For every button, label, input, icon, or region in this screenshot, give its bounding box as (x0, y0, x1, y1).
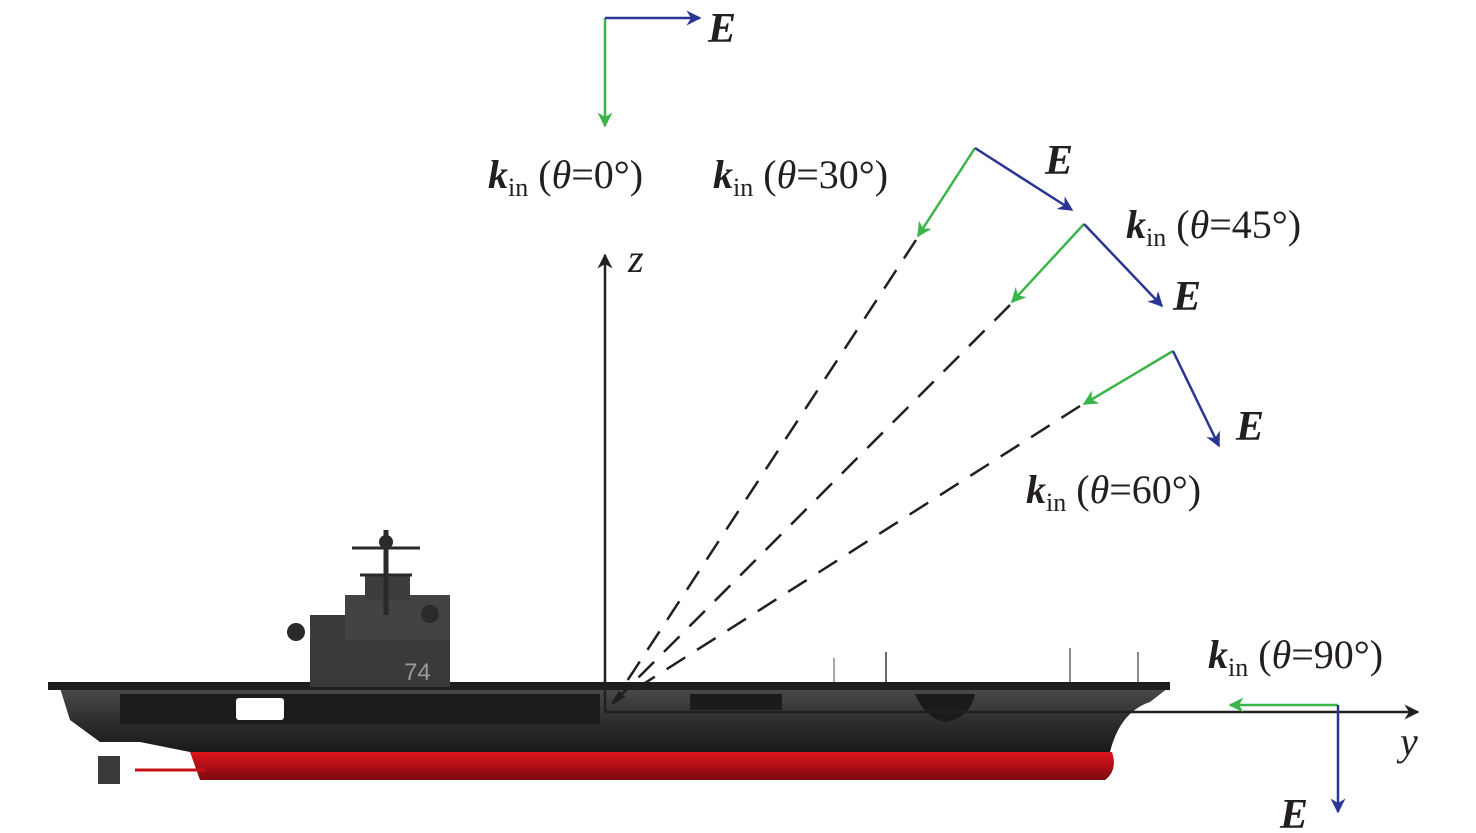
e-label-60: E (1235, 404, 1264, 450)
e-field-60 (1171, 350, 1221, 448)
incidence-45: E kin (θ=45°) (1010, 202, 1301, 320)
incidence-90: E kin (θ=90°) (1208, 632, 1383, 833)
k-label-30: kin (θ=30°) (713, 152, 888, 202)
theta-value: =0°) (571, 152, 643, 197)
y-axis-label: y (1396, 719, 1418, 764)
e-field-30 (974, 146, 1074, 212)
k-symbol: k (488, 152, 508, 197)
ship-lower-hull (190, 752, 1114, 780)
k-symbol: k (713, 152, 733, 197)
theta-symbol: θ (1272, 632, 1292, 677)
paren-open: ( (753, 152, 776, 197)
k-subscript: in (508, 173, 528, 202)
k-symbol: k (1208, 632, 1228, 677)
hull-recess (690, 694, 782, 710)
radome-top (379, 535, 393, 549)
e-label-0: E (707, 6, 736, 52)
k-subscript: in (1046, 488, 1066, 517)
wave-vector-60 (1082, 349, 1174, 406)
ray-45 (611, 304, 1011, 705)
e-label-90: E (1279, 792, 1308, 833)
ray-30 (610, 239, 918, 705)
theta-value: =90°) (1291, 632, 1383, 677)
incidence-0: E kin (θ=0°) (488, 6, 736, 202)
radome-left (287, 623, 305, 641)
k-label-0: kin (θ=0°) (488, 152, 643, 202)
paren-open: ( (1066, 467, 1089, 512)
incidence-30: E kin (θ=30°) (713, 138, 1074, 238)
k-symbol: k (1026, 467, 1046, 512)
aircraft-carrier: 74 (48, 530, 1170, 784)
hull-gallery (120, 694, 600, 724)
paren-open: ( (1248, 632, 1271, 677)
k-label-90: kin (θ=90°) (1208, 632, 1383, 682)
e-label-30: E (1044, 138, 1073, 184)
theta-value: =30°) (796, 152, 888, 197)
theta-symbol: θ (552, 152, 572, 197)
ray-60 (611, 404, 1081, 706)
theta-symbol: θ (1090, 467, 1110, 512)
hull-sponson (915, 694, 975, 722)
flight-deck (48, 682, 1170, 690)
incidence-60: E kin (θ=60°) (1026, 349, 1264, 517)
theta-symbol: θ (777, 152, 797, 197)
theta-symbol: θ (1190, 202, 1210, 247)
radome-right (421, 605, 439, 623)
k-label-45: kin (θ=45°) (1126, 202, 1301, 252)
wave-vector-30 (916, 147, 977, 238)
theta-value: =60°) (1109, 467, 1201, 512)
k-subscript: in (733, 173, 753, 202)
wave-vector-45 (1010, 223, 1085, 304)
e-field-45 (1083, 223, 1164, 308)
k-label-60: kin (θ=60°) (1026, 467, 1201, 517)
z-axis-label: z (627, 236, 644, 281)
hull-number: 74 (404, 659, 431, 686)
incidence-rays (610, 239, 1081, 706)
paren-open: ( (528, 152, 551, 197)
e-label-45: E (1172, 274, 1201, 320)
k-subscript: in (1228, 653, 1248, 682)
paren-open: ( (1166, 202, 1189, 247)
k-subscript: in (1146, 223, 1166, 252)
axes: z y (597, 236, 1420, 764)
ship-rudder (98, 756, 120, 784)
theta-value: =45°) (1209, 202, 1301, 247)
k-symbol: k (1126, 202, 1146, 247)
hull-opening (236, 698, 284, 720)
